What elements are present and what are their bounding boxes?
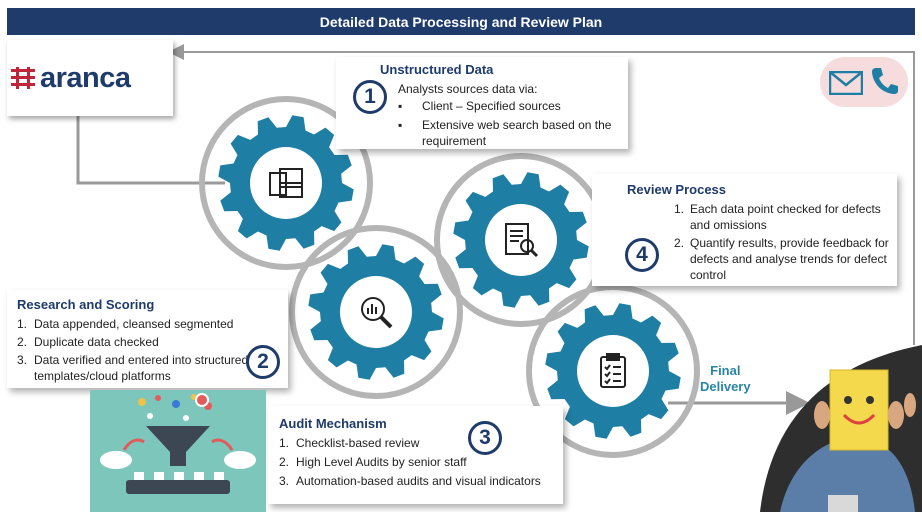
return-line [168, 44, 915, 345]
data-funnel-illustration [90, 390, 266, 512]
list-item: 1.Checklist-based review [279, 436, 420, 450]
aranca-logo: aranca [7, 40, 173, 116]
step-3-title: Audit Mechanism [279, 416, 387, 431]
step-2-title: Research and Scoring [17, 297, 155, 312]
step-3-number: 3 [468, 421, 502, 455]
list-item: ▪Extensive web search based on the requi… [398, 118, 612, 148]
final-delivery-label: Final Delivery [700, 363, 751, 394]
step-1-intro: Analysts sources data via: [398, 82, 538, 96]
page-title: Detailed Data Processing and Review Plan [7, 8, 915, 35]
logo-mark-icon [11, 67, 35, 89]
gear-1-ring [199, 96, 373, 270]
list-item: 3.Data verified and entered into structu… [17, 353, 249, 383]
step-1-box: Unstructured Data Analysts sources data … [336, 57, 628, 149]
mail-icon [829, 71, 863, 95]
logo-connector-line [76, 116, 225, 185]
step-1-title: Unstructured Data [380, 62, 494, 77]
gear-3-center [485, 204, 557, 276]
analysis-magnifier-icon [361, 297, 393, 329]
clipboard-checklist-icon [600, 353, 626, 388]
document-search-icon [505, 223, 539, 258]
step-1-number: 1 [353, 80, 387, 114]
list-item: 1.Each data point checked for defects an… [674, 202, 881, 232]
contact-icons [820, 57, 908, 107]
happy-customer-image [760, 345, 922, 512]
logo-text: aranca [40, 61, 131, 94]
list-item: ▪Client – Specified sources [398, 99, 561, 113]
step-3-box: Audit Mechanism 1.Checklist-based review… [268, 406, 563, 504]
list-item: 2.Duplicate data checked [17, 335, 159, 349]
step-4-title: Review Process [627, 182, 727, 197]
step-4-number: 4 [625, 238, 659, 272]
step-2-box: Research and Scoring 1.Data appended, cl… [7, 290, 288, 388]
phone-icon [872, 68, 898, 94]
list-item: 2.High Level Audits by senior staff [279, 455, 467, 469]
list-item: 1.Data appended, cleansed segmented [17, 317, 234, 331]
list-item: 2.Quantify results, provide feedback for… [674, 236, 889, 282]
list-item: 3.Automation-based audits and visual ind… [279, 474, 541, 488]
gear-2-ring [289, 225, 463, 399]
step-2-number: 2 [246, 345, 280, 379]
gear-4-ring [526, 284, 700, 458]
folders-icon [269, 168, 303, 198]
gear-4-center [577, 335, 649, 407]
